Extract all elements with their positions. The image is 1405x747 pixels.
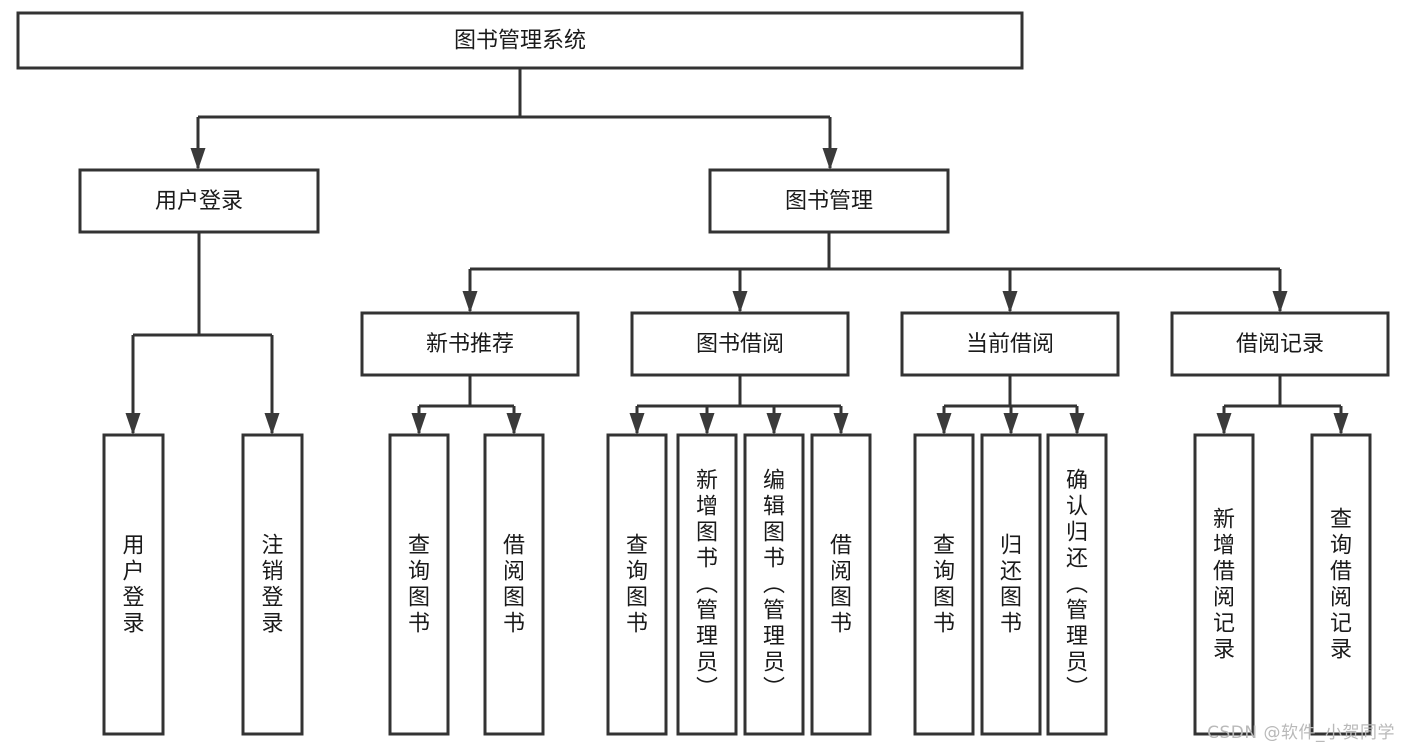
node-root[interactable]: 图书管理系统 bbox=[16, 11, 1024, 70]
node-label-leaf1: 用户登录 bbox=[122, 534, 144, 637]
connector-group-bus-bookmgmt bbox=[462, 232, 1288, 313]
node-box-leaf10[interactable] bbox=[980, 433, 1042, 736]
node-label-login: 用户登录 bbox=[155, 189, 243, 214]
node-box-leaf6[interactable] bbox=[676, 433, 738, 736]
connector-arrowhead bbox=[629, 413, 645, 435]
connector-arrowhead bbox=[264, 413, 280, 435]
node-box-login[interactable] bbox=[78, 168, 320, 234]
connector-group-bus-records bbox=[1216, 375, 1349, 435]
connector-arrowhead bbox=[411, 413, 427, 435]
node-box-bookmgmt[interactable] bbox=[708, 168, 950, 234]
connector-arrowhead bbox=[833, 413, 849, 435]
node-label-records: 借阅记录 bbox=[1236, 332, 1324, 357]
connector-arrowhead bbox=[822, 148, 838, 170]
connector-group-bus-root bbox=[190, 68, 838, 170]
node-box-leaf13[interactable] bbox=[1310, 433, 1372, 736]
connector-arrowhead bbox=[936, 413, 952, 435]
node-label-leaf12: 新增借阅记录 bbox=[1213, 508, 1235, 663]
node-leaf1[interactable]: 用户登录 bbox=[102, 433, 165, 736]
connector-group-bus-login bbox=[125, 232, 280, 435]
node-leaf11[interactable]: 确认归还︵管理员︶ bbox=[1046, 433, 1108, 736]
connector-layer bbox=[125, 68, 1349, 435]
node-leaf4[interactable]: 借阅图书 bbox=[483, 433, 545, 736]
node-label-current: 当前借阅 bbox=[966, 332, 1054, 357]
node-bookmgmt[interactable]: 图书管理 bbox=[708, 168, 950, 234]
node-leaf8[interactable]: 借阅图书 bbox=[810, 433, 872, 736]
node-records[interactable]: 借阅记录 bbox=[1170, 311, 1390, 377]
node-label-leaf8: 借阅图书 bbox=[830, 534, 852, 637]
connector-arrowhead bbox=[190, 148, 206, 170]
connector-group-bus-current bbox=[936, 375, 1085, 435]
node-layer: 图书管理系统用户登录图书管理新书推荐图书借阅当前借阅借阅记录用户登录注销登录查询… bbox=[16, 11, 1390, 736]
node-box-leaf7[interactable] bbox=[743, 433, 805, 736]
connector-arrowhead bbox=[462, 291, 478, 313]
node-label-borrow: 图书借阅 bbox=[696, 332, 784, 357]
node-label-leaf13: 查询借阅记录 bbox=[1330, 508, 1352, 663]
node-label-leaf10: 归还图书 bbox=[1000, 534, 1022, 637]
node-label-leaf2: 注销登录 bbox=[261, 534, 283, 637]
node-leaf10[interactable]: 归还图书 bbox=[980, 433, 1042, 736]
node-box-borrow[interactable] bbox=[630, 311, 850, 377]
node-box-leaf4[interactable] bbox=[483, 433, 545, 736]
node-box-root[interactable] bbox=[16, 11, 1024, 70]
node-box-leaf8[interactable] bbox=[810, 433, 872, 736]
node-leaf7[interactable]: 编辑图书︵管理员︶ bbox=[743, 433, 805, 736]
node-leaf5[interactable]: 查询图书 bbox=[606, 433, 668, 736]
node-leaf3[interactable]: 查询图书 bbox=[388, 433, 450, 736]
node-box-newbook[interactable] bbox=[360, 311, 580, 377]
node-label-bookmgmt: 图书管理 bbox=[785, 189, 873, 214]
node-leaf12[interactable]: 新增借阅记录 bbox=[1193, 433, 1255, 736]
node-login[interactable]: 用户登录 bbox=[78, 168, 320, 234]
node-box-leaf11[interactable] bbox=[1046, 433, 1108, 736]
node-box-leaf1[interactable] bbox=[102, 433, 165, 736]
connector-arrowhead bbox=[1003, 413, 1019, 435]
node-label-leaf7: 编辑图书︵管理员︶ bbox=[763, 469, 785, 702]
node-label-leaf6: 新增图书︵管理员︶ bbox=[696, 469, 718, 702]
connector-arrowhead bbox=[1333, 413, 1349, 435]
node-label-leaf3: 查询图书 bbox=[408, 534, 430, 637]
node-leaf13[interactable]: 查询借阅记录 bbox=[1310, 433, 1372, 736]
node-label-root: 图书管理系统 bbox=[454, 29, 586, 54]
connector-arrowhead bbox=[125, 413, 141, 435]
connector-group-bus-borrow bbox=[629, 375, 849, 435]
node-label-leaf9: 查询图书 bbox=[933, 534, 955, 637]
connector-arrowhead bbox=[506, 413, 522, 435]
node-label-newbook: 新书推荐 bbox=[426, 332, 514, 357]
node-leaf6[interactable]: 新增图书︵管理员︶ bbox=[676, 433, 738, 736]
connector-arrowhead bbox=[699, 413, 715, 435]
node-label-leaf5: 查询图书 bbox=[626, 534, 648, 637]
connector-arrowhead bbox=[1216, 413, 1232, 435]
node-box-leaf9[interactable] bbox=[913, 433, 975, 736]
node-box-leaf12[interactable] bbox=[1193, 433, 1255, 736]
node-box-leaf2[interactable] bbox=[241, 433, 304, 736]
watermark-label: CSDN @软件_小贺同学 bbox=[1207, 723, 1395, 743]
connector-arrowhead bbox=[732, 291, 748, 313]
connector-arrowhead bbox=[1002, 291, 1018, 313]
connector-arrowhead bbox=[1069, 413, 1085, 435]
node-newbook[interactable]: 新书推荐 bbox=[360, 311, 580, 377]
connector-group-bus-newbook bbox=[411, 375, 522, 435]
node-box-leaf5[interactable] bbox=[606, 433, 668, 736]
node-label-leaf4: 借阅图书 bbox=[503, 534, 525, 637]
node-box-current[interactable] bbox=[900, 311, 1120, 377]
node-borrow[interactable]: 图书借阅 bbox=[630, 311, 850, 377]
node-current[interactable]: 当前借阅 bbox=[900, 311, 1120, 377]
node-box-records[interactable] bbox=[1170, 311, 1390, 377]
node-label-leaf11: 确认归还︵管理员︶ bbox=[1066, 469, 1088, 702]
connector-arrowhead bbox=[1272, 291, 1288, 313]
node-box-leaf3[interactable] bbox=[388, 433, 450, 736]
node-leaf2[interactable]: 注销登录 bbox=[241, 433, 304, 736]
node-leaf9[interactable]: 查询图书 bbox=[913, 433, 975, 736]
connector-arrowhead bbox=[766, 413, 782, 435]
